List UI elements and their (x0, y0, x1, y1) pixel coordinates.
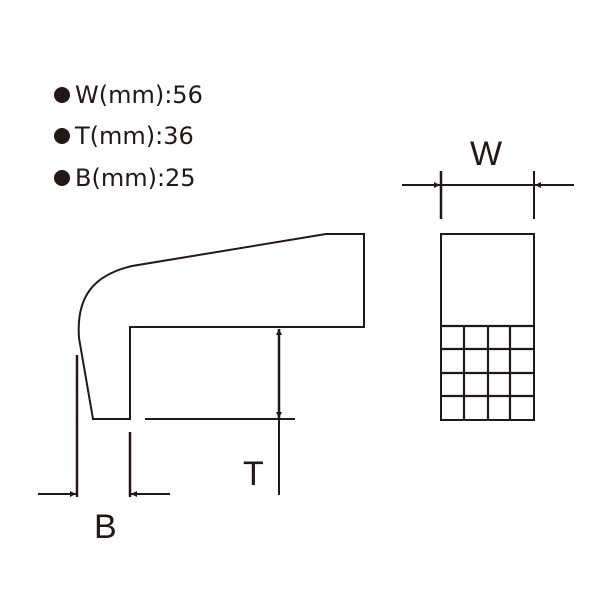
side-view-profile (77, 233, 365, 420)
spec-thickness: T(mm):36 (54, 122, 194, 150)
bullet-icon (54, 87, 70, 103)
spec-base: B(mm):25 (54, 164, 196, 192)
spec-base-text: B(mm):25 (75, 164, 196, 192)
b-label: B (94, 508, 117, 546)
bullet-icon (54, 128, 70, 144)
spec-thickness-text: T(mm):36 (75, 122, 194, 150)
spec-width: W(mm):56 (54, 81, 203, 109)
spec-width-text: W(mm):56 (75, 81, 203, 109)
t-label: T (243, 455, 264, 493)
w-label: W (470, 135, 502, 173)
front-view-grid (441, 324, 534, 420)
bullet-icon (54, 170, 70, 186)
